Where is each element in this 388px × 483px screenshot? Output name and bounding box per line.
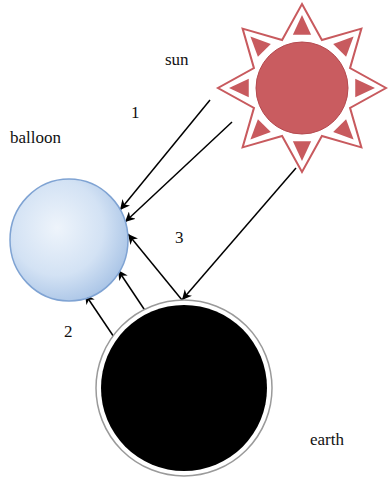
sun-ray-inner [250,119,270,139]
callout-number: 1 [131,103,140,123]
node-label: sun [165,50,189,70]
callout-number: 2 [64,322,73,342]
sun-ray-inner [333,36,353,56]
sun-rays [218,4,386,172]
sun-outline [205,3,387,175]
sun-ray-inner [293,141,311,161]
sun-node: sun [205,3,387,175]
sun-ray-inner [355,79,375,97]
earth-node: earth [94,298,274,478]
earth-ring [96,300,272,476]
callout-number: 3 [175,228,184,248]
sun-ray-inner [293,15,311,35]
node-label: balloon [10,128,61,148]
sun-disk [256,42,348,134]
radiation-arrow [125,122,232,222]
balloon-shape [10,179,128,301]
node-label: earth [310,430,344,450]
balloon-outline [9,178,129,302]
sun-ray-inner [229,79,249,97]
sun-ray-inner [333,119,353,139]
radiation-arrow [182,168,296,300]
radiation-arrow [128,234,182,300]
earth-shape [101,305,267,471]
earth-outline [94,298,274,478]
balloon-node: balloon [9,178,129,302]
sun-ray-inner [250,36,270,56]
